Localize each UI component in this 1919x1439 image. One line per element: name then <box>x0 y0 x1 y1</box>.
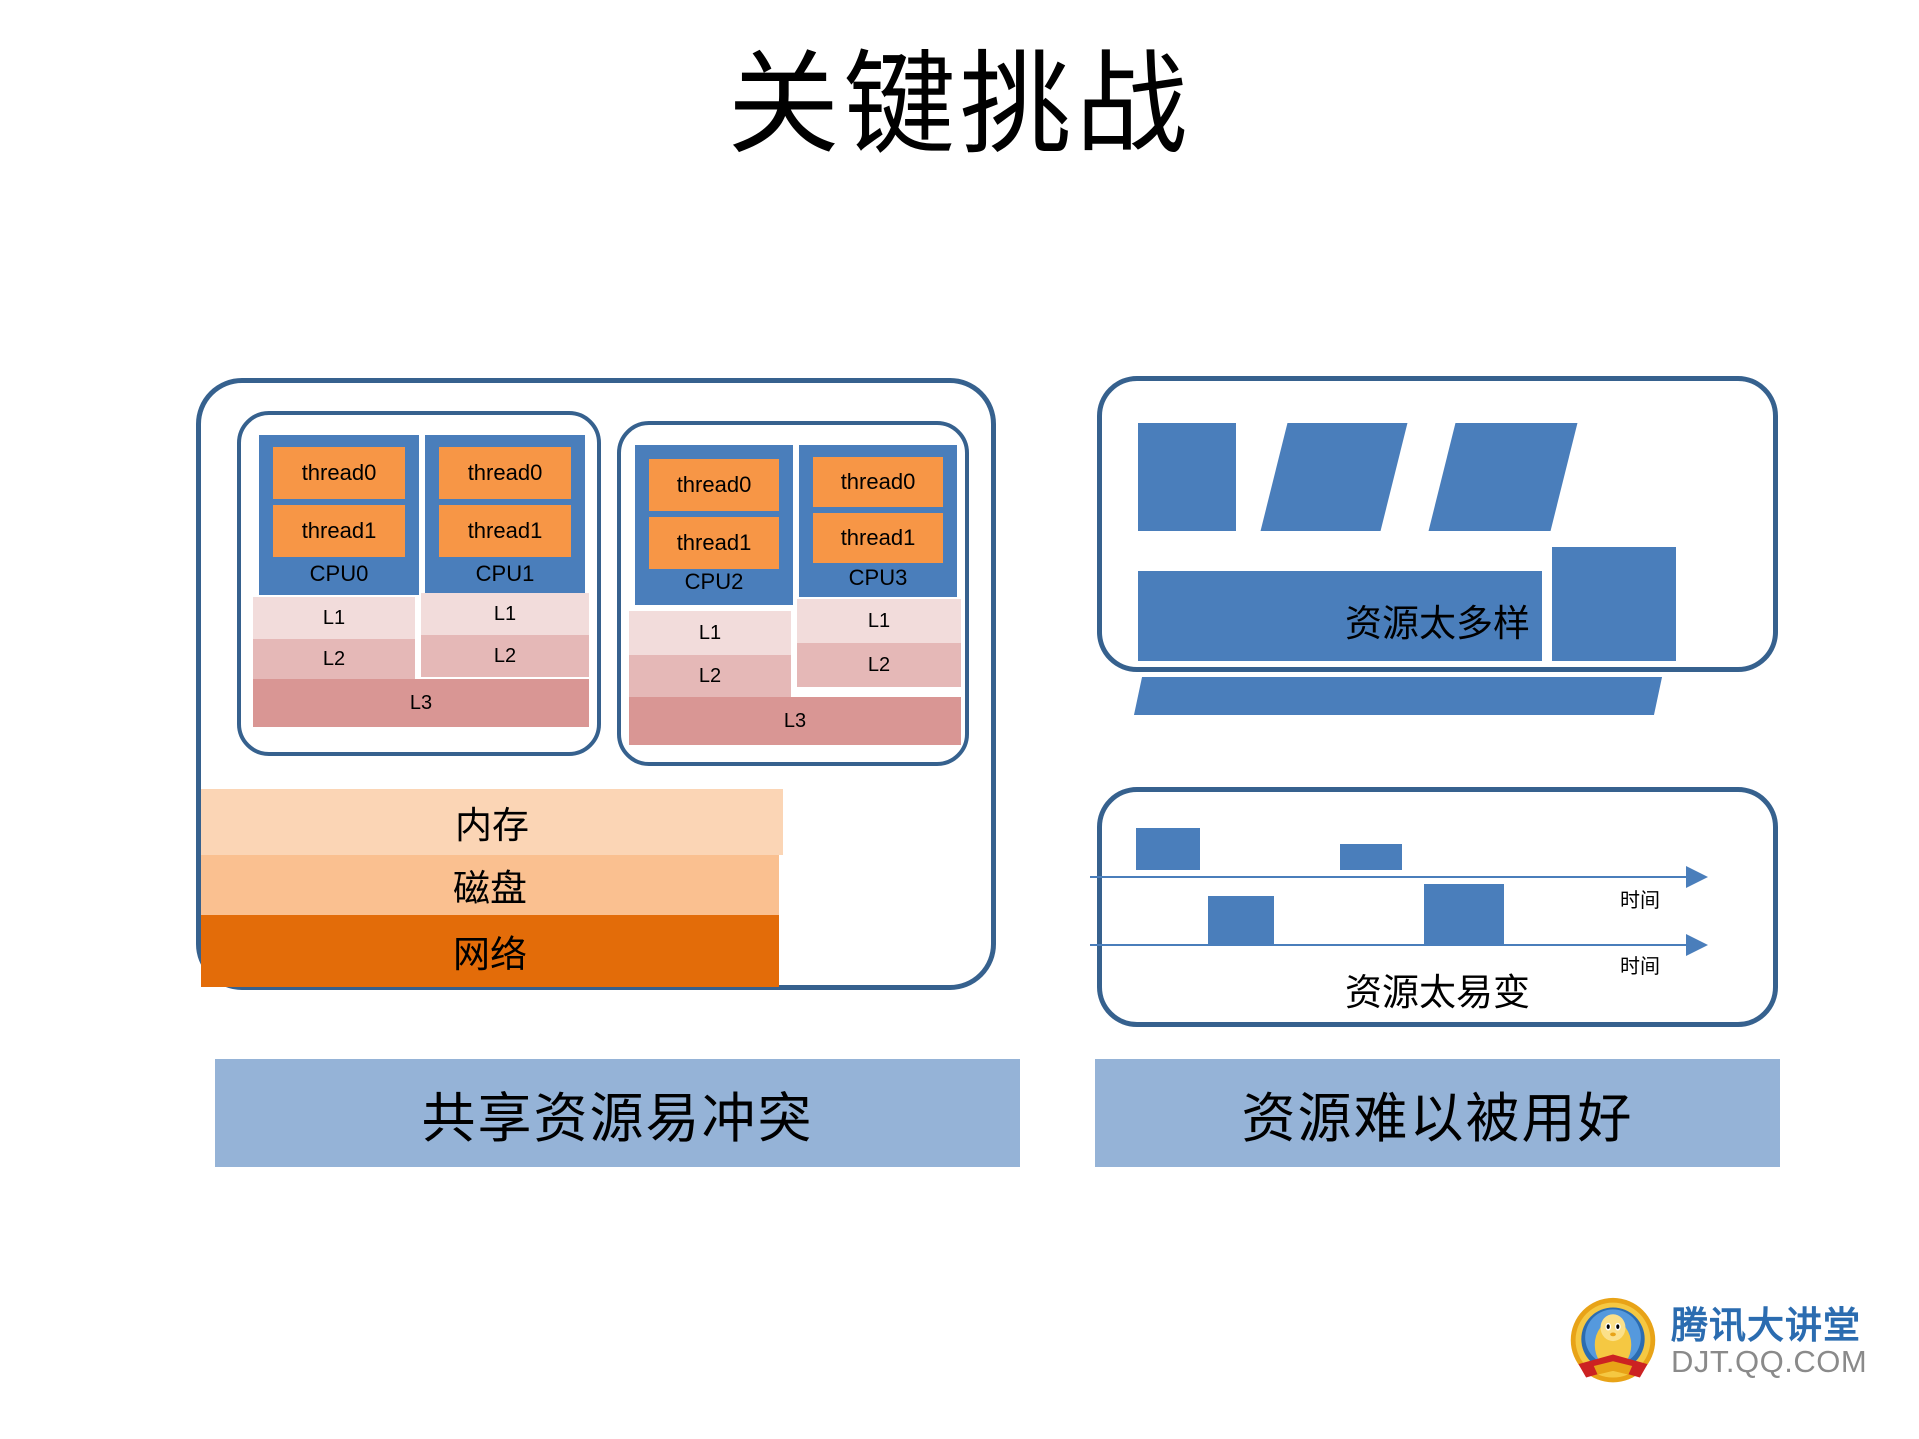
cache-l1: L1 <box>421 593 589 635</box>
socket-0: thread0 thread1 CPU0 thread0 thread1 CPU… <box>237 411 601 756</box>
cache-l1: L1 <box>629 611 791 655</box>
resource-shape-rect-1 <box>1138 423 1236 531</box>
footer-caption-left: 共享资源易冲突 <box>215 1059 1020 1167</box>
usage-block <box>1340 844 1402 870</box>
panel-resource-diversity: 资源太多样 <box>1097 376 1778 715</box>
footer-caption-right: 资源难以被用好 <box>1095 1059 1780 1167</box>
panel-resource-volatility: 时间 时间 资源太易变 <box>1090 787 1778 1027</box>
thread-block: thread0 <box>273 447 405 499</box>
cache-l2: L2 <box>253 639 415 679</box>
resource-shape-parallelogram-1 <box>1260 423 1408 531</box>
timeline-label-2: 时间 <box>1620 956 1660 978</box>
cache-l2: L2 <box>421 635 589 677</box>
resource-shape-rect-tall <box>1552 547 1676 661</box>
thread-block: thread1 <box>813 513 943 563</box>
cpu-label: CPU3 <box>848 565 908 590</box>
disk-bar: 磁盘 <box>201 855 779 915</box>
thread-block: thread0 <box>439 447 571 499</box>
logo-text-group: 腾讯大讲堂 DJT.QQ.COM <box>1671 1305 1868 1380</box>
cpu-block-cpu1: thread0 thread1 CPU1 <box>425 435 585 595</box>
cpu-block-cpu0: thread0 thread1 CPU0 <box>259 435 419 595</box>
thread-block: thread1 <box>273 505 405 557</box>
timeline-arrow-icon <box>1686 866 1708 888</box>
timeline-axis-1 <box>1090 876 1686 878</box>
cache-l2: L2 <box>797 643 961 687</box>
logo-brand-name: 腾讯大讲堂 <box>1671 1305 1861 1347</box>
usage-block <box>1424 884 1504 944</box>
memory-bar: 内存 <box>201 789 783 855</box>
thread-block: thread1 <box>439 505 571 557</box>
tencent-penguin-icon <box>1565 1295 1661 1391</box>
page-title: 关键挑战 <box>727 44 1192 168</box>
socket-1: thread0 thread1 CPU2 thread0 thread1 CPU… <box>617 421 969 766</box>
thread-block: thread0 <box>649 459 779 511</box>
panel-caption-diversity: 资源太多样 <box>1345 604 1530 645</box>
cache-l1: L1 <box>253 597 415 639</box>
cache-l2: L2 <box>629 655 791 697</box>
network-bar: 网络 <box>201 915 779 987</box>
logo-url: DJT.QQ.COM <box>1671 1344 1868 1380</box>
timeline-arrow-icon <box>1686 934 1708 956</box>
cache-l1: L1 <box>797 599 961 643</box>
cpu-label: CPU1 <box>475 561 535 586</box>
cpu-block-cpu3: thread0 thread1 CPU3 <box>799 445 957 597</box>
cpu-block-cpu2: thread0 thread1 CPU2 <box>635 445 793 605</box>
timeline-label-1: 时间 <box>1620 890 1660 912</box>
cache-l3: L3 <box>629 697 961 745</box>
usage-block <box>1136 828 1200 870</box>
brand-logo: 腾讯大讲堂 DJT.QQ.COM <box>1565 1288 1868 1398</box>
resource-shape-parallelogram-long <box>1133 677 1663 715</box>
resource-shape-rect-wide <box>1138 571 1542 661</box>
cpu-label: CPU0 <box>309 561 369 586</box>
thread-block: thread1 <box>649 517 779 569</box>
machine-container: thread0 thread1 CPU0 thread0 thread1 CPU… <box>196 378 996 990</box>
cpu-label: CPU2 <box>684 569 744 594</box>
thread-block: thread0 <box>813 457 943 507</box>
cache-l3: L3 <box>253 679 589 727</box>
panel-caption-volatility: 资源太易变 <box>1345 973 1530 1014</box>
timeline-axis-2 <box>1090 944 1686 946</box>
resource-shape-parallelogram-2 <box>1428 423 1578 531</box>
usage-block <box>1208 896 1274 944</box>
